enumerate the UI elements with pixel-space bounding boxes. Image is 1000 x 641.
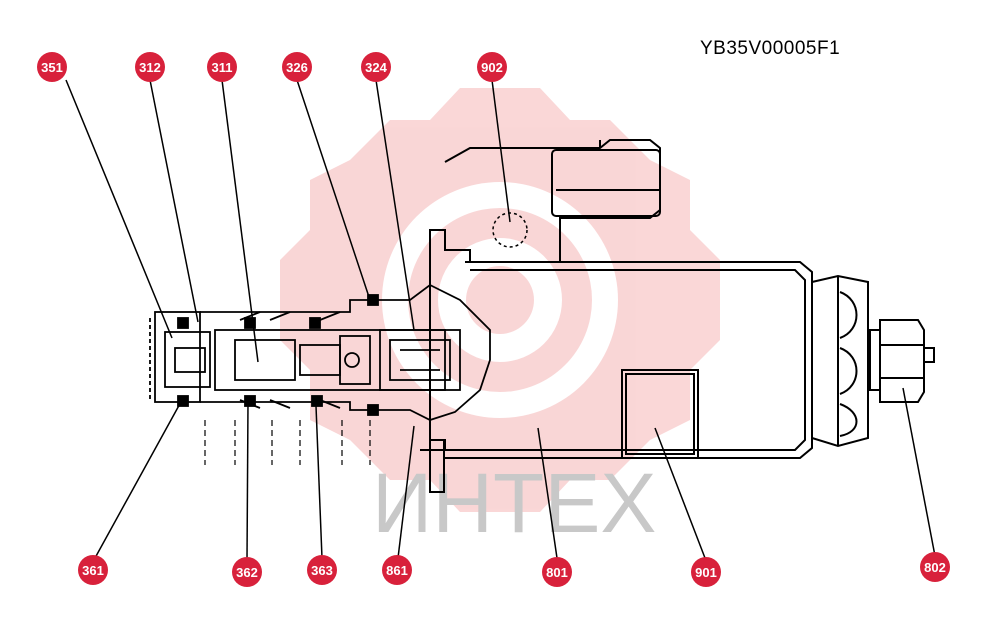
leader-lines bbox=[65, 79, 936, 561]
svg-text:902: 902 bbox=[481, 60, 503, 75]
callout-901: 901 bbox=[691, 557, 721, 587]
callout-361: 361 bbox=[78, 555, 108, 585]
watermark-text: ИНТЕХ bbox=[372, 456, 656, 550]
svg-text:311: 311 bbox=[212, 60, 233, 75]
solenoid-housing bbox=[420, 139, 935, 493]
callout-801: 801 bbox=[542, 557, 572, 587]
svg-text:324: 324 bbox=[365, 60, 387, 75]
callout-324: 324 bbox=[361, 52, 391, 82]
callout-311: 311 bbox=[207, 52, 237, 82]
spool-cartridge bbox=[149, 283, 491, 465]
callout-802: 802 bbox=[920, 552, 950, 582]
callout-363: 363 bbox=[307, 555, 337, 585]
svg-text:801: 801 bbox=[546, 565, 568, 580]
svg-text:363: 363 bbox=[311, 563, 333, 578]
callout-312: 312 bbox=[135, 52, 165, 82]
callout-902: 902 bbox=[477, 52, 507, 82]
svg-text:802: 802 bbox=[924, 560, 946, 575]
svg-text:901: 901 bbox=[695, 565, 717, 580]
svg-text:326: 326 bbox=[286, 60, 308, 75]
svg-text:312: 312 bbox=[139, 60, 161, 75]
drawing-code: YB35V00005F1 bbox=[700, 38, 841, 59]
callout-351: 351 bbox=[37, 52, 67, 82]
svg-text:361: 361 bbox=[82, 563, 104, 578]
svg-text:861: 861 bbox=[386, 563, 408, 578]
svg-text:351: 351 bbox=[41, 60, 63, 75]
callout-861: 861 bbox=[382, 555, 412, 585]
callout-326: 326 bbox=[282, 52, 312, 82]
callout-362: 362 bbox=[232, 557, 262, 587]
svg-text:362: 362 bbox=[236, 565, 258, 580]
gear-logo-watermark bbox=[280, 88, 720, 512]
